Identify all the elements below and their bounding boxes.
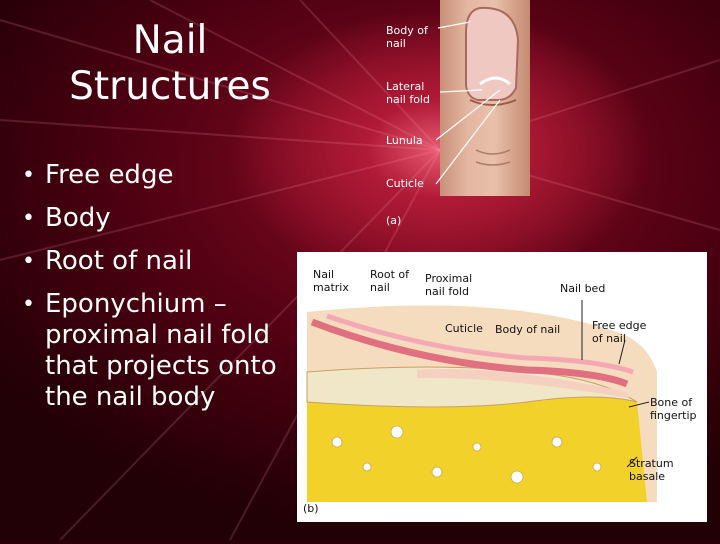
panel-letter-b: (b) bbox=[303, 502, 319, 515]
bullet-dot: • bbox=[22, 249, 35, 274]
bullet-text: Root of nail bbox=[45, 246, 193, 276]
bullet-text: Body bbox=[45, 203, 111, 233]
cross-section-illustration bbox=[306, 300, 657, 502]
bullet-text: Free edge bbox=[45, 160, 174, 190]
slide-title-line1: Nail bbox=[132, 18, 208, 63]
label-line: matrix bbox=[313, 281, 349, 294]
label-line: basale bbox=[629, 470, 666, 483]
label-stratum-basale: Stratum basale bbox=[629, 457, 674, 483]
label-proximal-nail-fold: Proximal nail fold bbox=[425, 272, 472, 298]
label-line: nail fold bbox=[386, 93, 430, 106]
label-nail-matrix: Nail matrix bbox=[313, 268, 349, 294]
label-lunula: Lunula bbox=[386, 134, 423, 147]
label-line: of nail bbox=[592, 332, 626, 345]
label-line: Nail bbox=[313, 268, 335, 281]
bullet-item: • Root of nail bbox=[18, 246, 303, 277]
label-root-of-nail: Root of nail bbox=[370, 268, 409, 294]
bullet-item: • Eponychium – proximal nail fold that pr… bbox=[18, 289, 303, 413]
label-body-of-nail-diagram: Body of nail bbox=[495, 323, 561, 336]
slide-title-line2: Structures bbox=[69, 64, 271, 109]
label-line: Bone of bbox=[650, 396, 693, 409]
label-line: Proximal bbox=[425, 272, 473, 285]
label-line: nail fold bbox=[425, 285, 469, 298]
label-line: Root of bbox=[370, 268, 410, 281]
bullet-text: Eponychium – proximal nail fold that pro… bbox=[45, 289, 277, 412]
label-lateral-nail-fold: Lateral nail fold bbox=[386, 80, 430, 106]
label-line: fingertip bbox=[650, 409, 697, 422]
bullet-dot: • bbox=[22, 292, 35, 317]
label-line: Body of bbox=[386, 24, 428, 37]
label-cuticle-diagram: Cuticle bbox=[445, 322, 483, 335]
slide-title: Nail Structures bbox=[60, 18, 280, 110]
label-line: Free edge bbox=[592, 319, 647, 332]
bullet-dot: • bbox=[22, 163, 35, 188]
label-line: nail bbox=[386, 37, 406, 50]
label-line: nail bbox=[370, 281, 390, 294]
bullet-item: • Body bbox=[18, 203, 303, 234]
label-line: Lateral bbox=[386, 80, 425, 93]
nail-cross-section-diagram: Nail matrix Root of nail Proximal nail f… bbox=[297, 252, 707, 522]
bullet-dot: • bbox=[22, 206, 35, 231]
panel-letter-a: (a) bbox=[386, 214, 402, 227]
label-free-edge-of-nail: Free edge of nail bbox=[592, 319, 646, 345]
label-body-of-nail: Body of nail bbox=[386, 24, 428, 50]
bullet-item: • Free edge bbox=[18, 160, 303, 191]
label-cuticle: Cuticle bbox=[386, 177, 424, 190]
label-nail-bed: Nail bed bbox=[560, 282, 606, 295]
label-line: Stratum bbox=[629, 457, 674, 470]
label-bone-of-fingertip: Bone of fingertip bbox=[650, 396, 697, 422]
bullet-list: • Free edge • Body • Root of nail • Eponychi… bbox=[18, 160, 303, 425]
fingertip-photo bbox=[440, 0, 530, 196]
